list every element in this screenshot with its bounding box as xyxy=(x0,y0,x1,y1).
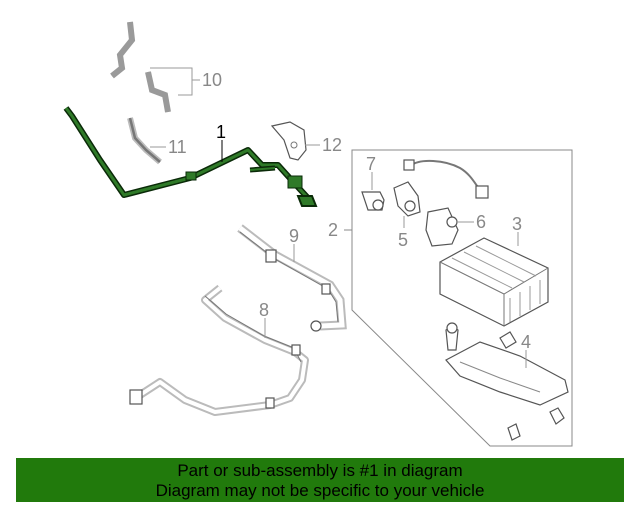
parts-diagram: 10 11 1 12 9 xyxy=(63,21,573,447)
part-6-filter[interactable] xyxy=(425,207,474,247)
callout-10[interactable]: 10 xyxy=(202,70,222,90)
callout-11[interactable]: 11 xyxy=(168,137,187,157)
callout-2[interactable]: 2 xyxy=(328,220,338,240)
callout-3[interactable]: 3 xyxy=(512,214,522,234)
footer-line-1: Part or sub-assembly is #1 in diagram xyxy=(177,461,463,480)
callout-1[interactable]: 1 xyxy=(216,122,226,142)
callout-7[interactable]: 7 xyxy=(366,154,376,174)
part-9-tube[interactable] xyxy=(237,224,347,332)
part-3-canister[interactable] xyxy=(439,232,549,327)
footer-line-2: Diagram may not be specific to your vehi… xyxy=(155,481,485,500)
callout-5[interactable]: 5 xyxy=(398,230,408,250)
callout-4[interactable]: 4 xyxy=(521,332,531,352)
part-5-purge-valve[interactable] xyxy=(393,159,489,228)
callout-12[interactable]: 12 xyxy=(322,135,342,155)
callout-9[interactable]: 9 xyxy=(289,226,299,246)
part-8-tube[interactable] xyxy=(129,284,309,416)
callout-8[interactable]: 8 xyxy=(259,300,269,320)
subassembly-2-frame xyxy=(344,149,573,447)
part-7-fitting[interactable] xyxy=(361,172,385,211)
part-11-hose[interactable] xyxy=(127,117,166,165)
part-10-hose[interactable] xyxy=(110,21,200,113)
part-4-shield[interactable] xyxy=(445,322,569,441)
callout-6[interactable]: 6 xyxy=(476,212,486,232)
part-1-vapor-tube[interactable] xyxy=(63,106,318,207)
footer-banner: Part or sub-assembly is #1 in diagram Di… xyxy=(16,458,624,502)
part-12-bracket[interactable] xyxy=(270,121,320,161)
